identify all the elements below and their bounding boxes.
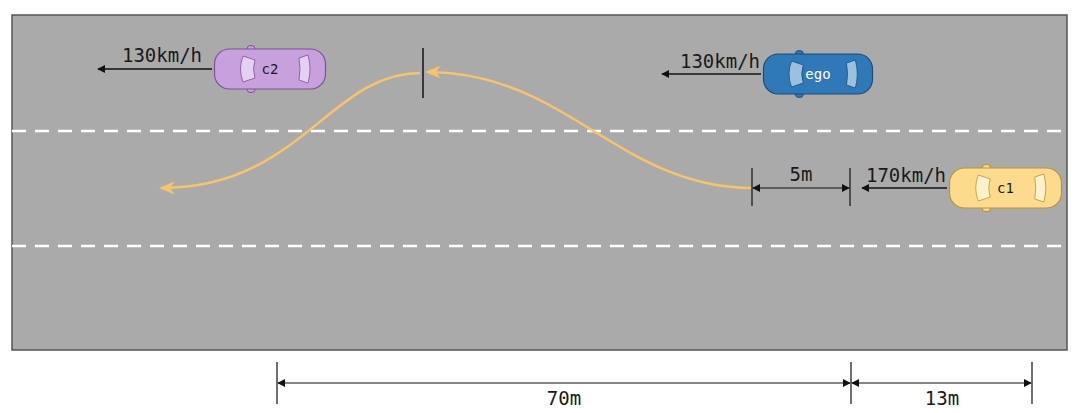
vehicle-c1: c1 — [948, 163, 1063, 213]
cut-in-trajectory — [162, 73, 420, 188]
dimension-tick — [1031, 362, 1032, 404]
windshield — [976, 175, 991, 201]
dimension-label: 70m — [547, 389, 581, 408]
vehicle-ego: ego — [762, 49, 874, 99]
rear-window — [1035, 174, 1046, 202]
dimension-label: 13m — [925, 389, 959, 408]
windshield — [789, 61, 803, 87]
car-body — [763, 54, 872, 94]
target-marker — [422, 48, 424, 98]
dimension-tick — [276, 362, 277, 404]
lane-divider — [12, 245, 1067, 248]
dimension-line — [278, 382, 850, 383]
car-body — [950, 168, 1062, 208]
windshield — [241, 56, 256, 82]
rear-window — [846, 60, 857, 88]
dimension-tick — [849, 168, 850, 206]
dimension-line — [753, 187, 849, 188]
cut-in-trajectory — [428, 72, 752, 188]
vehicle-c2: c2 — [213, 44, 327, 94]
vehicle-id: ego — [805, 67, 830, 81]
speed-arrow — [98, 68, 212, 70]
vehicle-id: c1 — [997, 181, 1014, 195]
speed-arrow — [662, 73, 761, 75]
speed-label: 130km/h — [122, 46, 202, 65]
dimension-tick — [751, 168, 752, 206]
speed-arrow — [862, 187, 947, 189]
car-body — [215, 49, 326, 89]
dimension-tick — [850, 362, 851, 404]
road — [12, 15, 1067, 350]
speed-label: 170km/h — [866, 166, 946, 185]
dimension-line — [852, 382, 1031, 383]
rear-window — [299, 55, 310, 83]
dimension-label: 5m — [790, 165, 813, 184]
lane-divider — [12, 130, 1067, 133]
speed-label: 130km/h — [680, 52, 760, 71]
vehicle-id: c2 — [262, 62, 279, 76]
